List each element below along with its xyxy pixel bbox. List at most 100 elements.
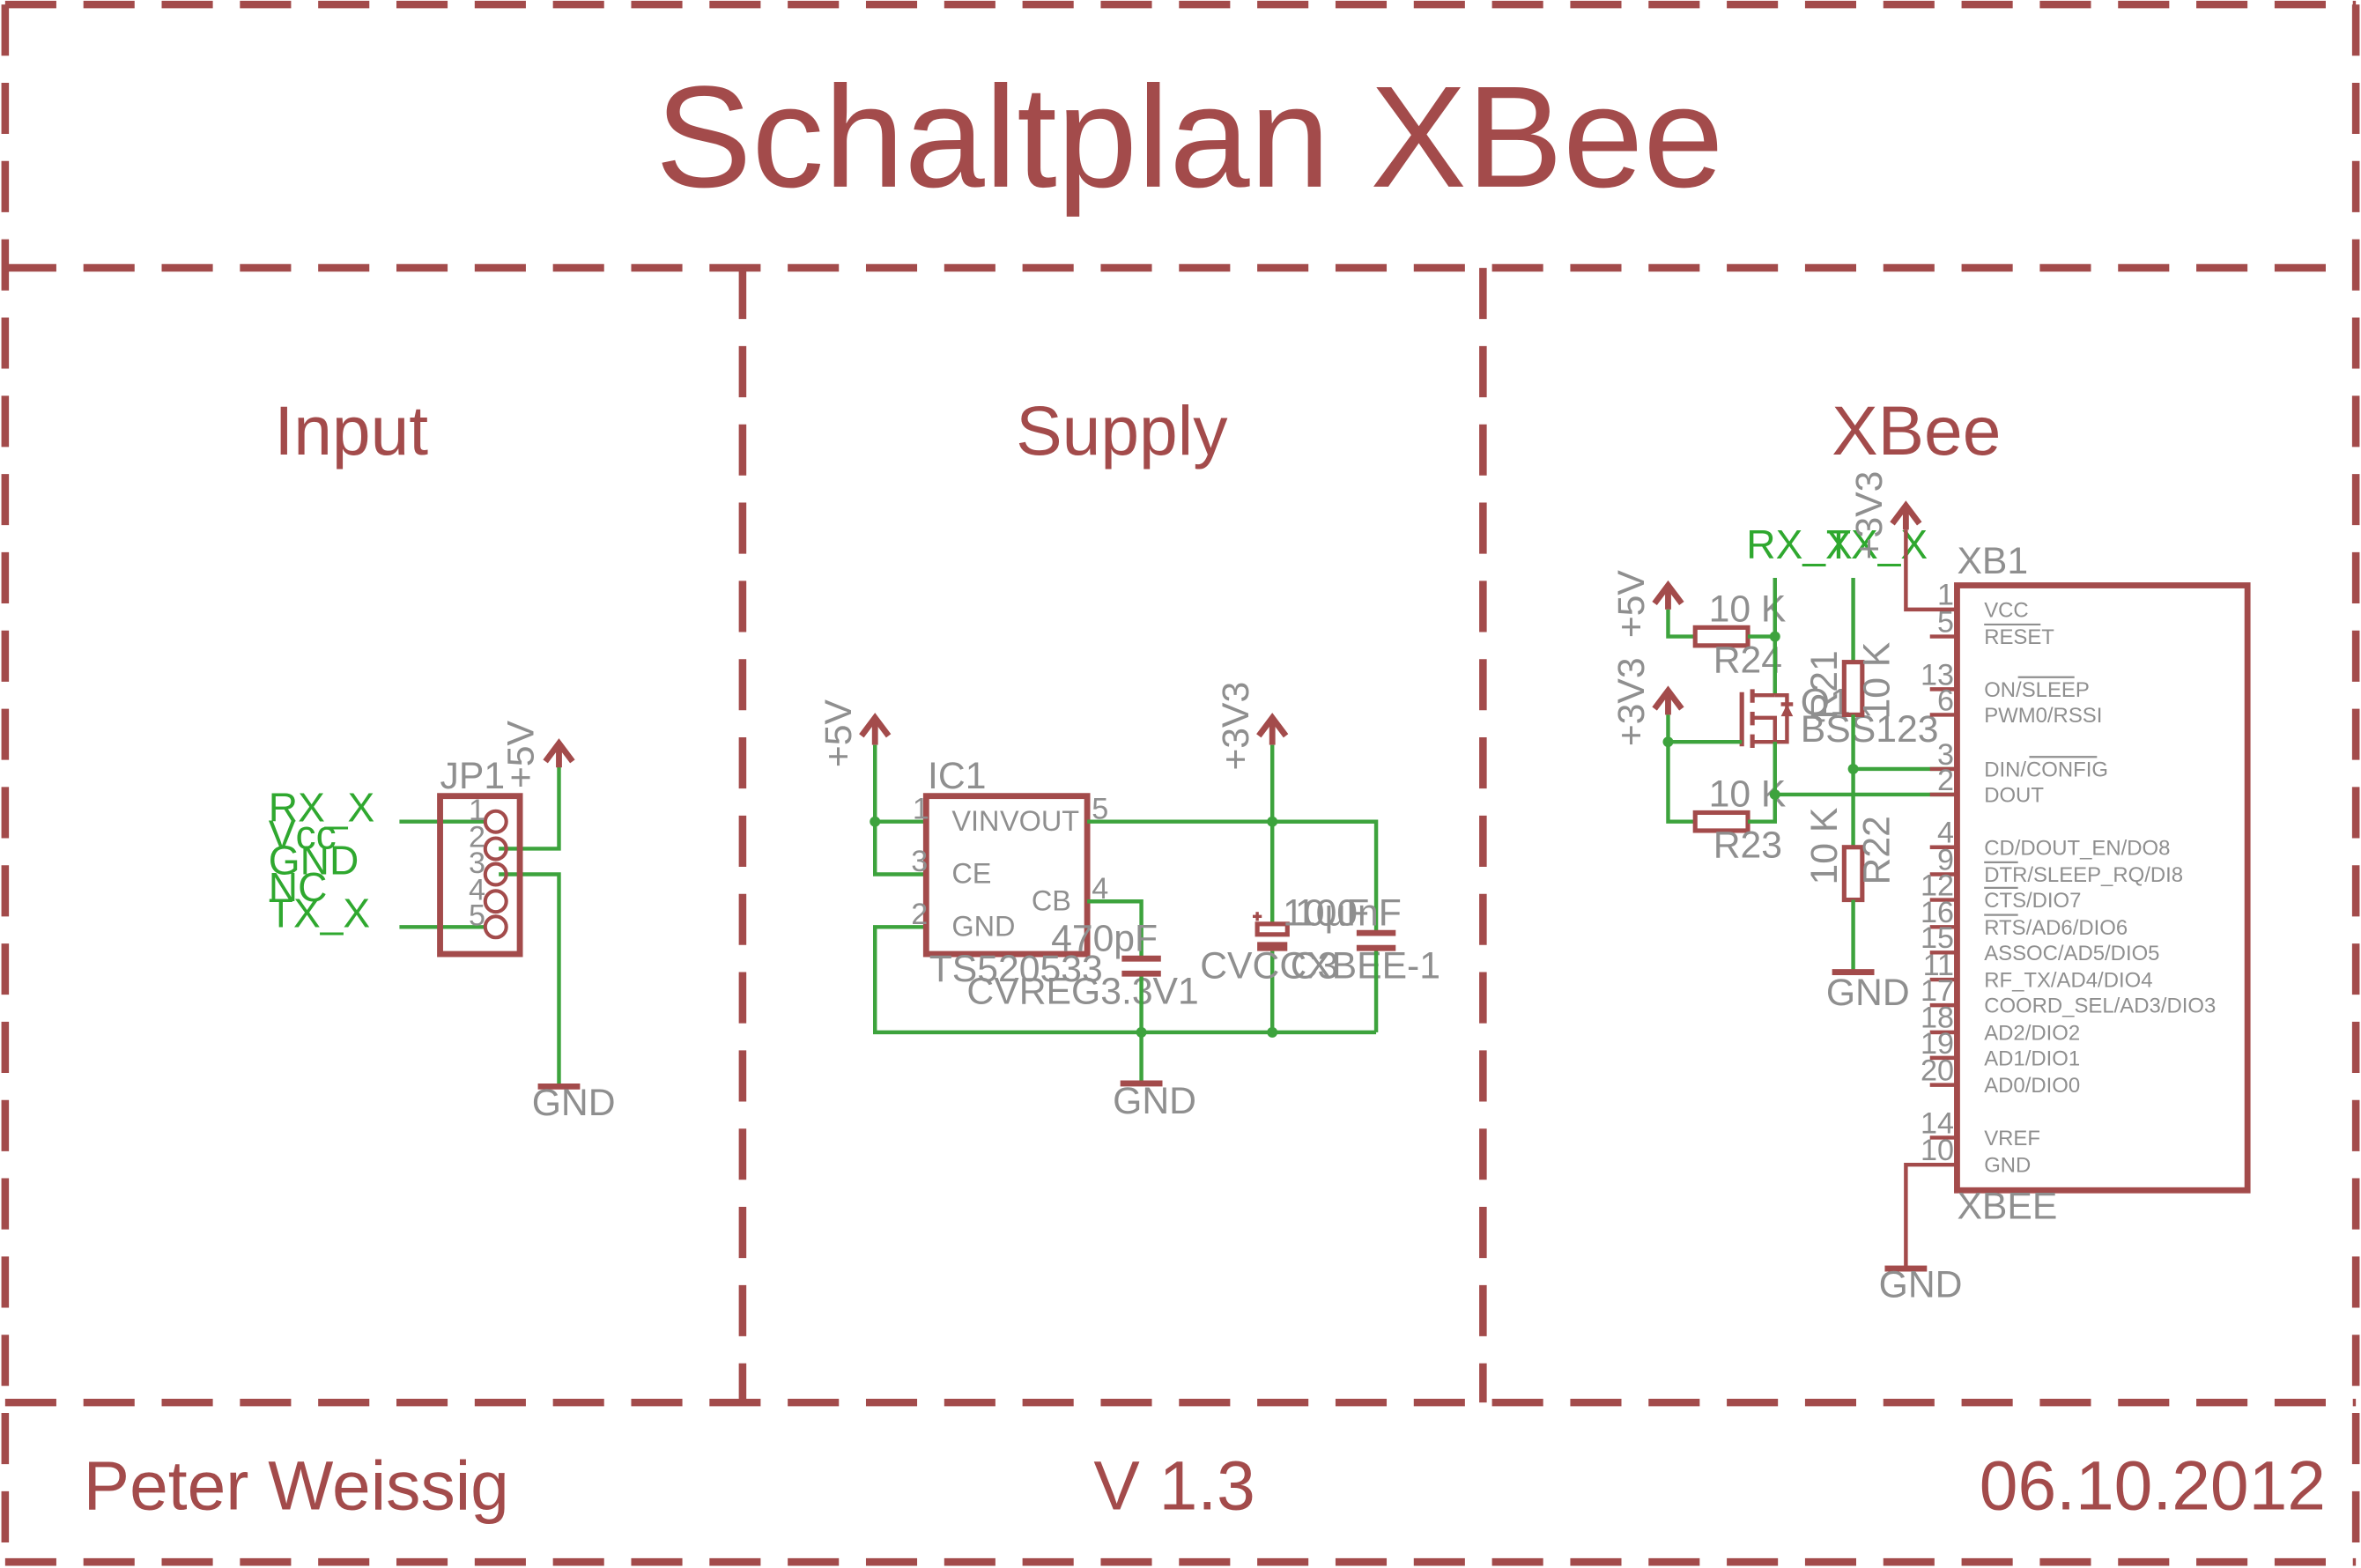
input-signal-label: NC [269,864,328,910]
regulator-value: CVREG3.3V1 [966,970,1198,1012]
elko-name: CVCCXBEE-1 [1200,944,1440,987]
xbee-pin-label: RTS/AD6/DIO6 [1984,916,2128,940]
supply-arrow-icon [1890,500,1922,530]
xbee-pin-label: DTR/SLEEP_RQ/DI8 [1984,863,2183,887]
pin-number: 9 [1937,843,1954,876]
regulator-pin-label: GND [951,911,1015,943]
xbee-pin-label: ASSOC/AD5/DIO5 [1984,942,2159,965]
xbee-pin-label: COORD_SEL/AD3/DIO3 [1984,995,2216,1018]
r21-value: 10 K [1856,642,1898,720]
pin-number: 5 [1092,792,1108,825]
pin-number: 1 [913,792,929,825]
regulator-name: IC1 [928,755,986,797]
pin-number: 2 [1937,764,1954,797]
xbee-pin-label: RF_TX/AD4/DIO4 [1984,969,2152,993]
xbee-pin-label: AD0/DIO0 [1984,1074,2080,1098]
regulator-pin-label: CE [951,858,991,890]
cap-name: C3 [1291,944,1339,987]
supply-arrow-icon [543,738,575,768]
section-title-input: Input [274,392,428,470]
electrolytic-capacitor [1252,912,1290,951]
ground-label: GND [532,1082,616,1124]
supply-section: +5V IC1 VIN VOUT CE CB GND 1 3 2 5 4 TS5… [818,682,1440,1122]
pin-number: 6 [1937,684,1954,717]
pin-number: 19 [1921,1027,1954,1061]
footer-date: 06.10.2012 [1980,1446,2326,1524]
pin-number: 13 [1921,658,1954,692]
cb-cap-value: 470pF [1051,918,1158,960]
supply-arrow-icon [1652,580,1684,610]
input-signal-label: Vcc [269,811,337,857]
input-signal-label: GND [269,837,359,883]
xbee-pin-label: RESET [1984,625,2054,649]
r23-name: R23 [1713,825,1782,867]
module-name: XB1 [1957,540,2028,582]
regulator-pin-label: VOUT [1000,805,1079,837]
connector-pin [483,889,508,914]
footer-version: V 1.3 [1093,1446,1255,1524]
input-section: RX_X Vcc GND NC TX_X JP1 1 2 3 4 5 +5V G… [269,720,616,1123]
input-signal-label: RX_X [269,785,374,831]
pin-number: 5 [469,899,485,933]
pin-number: 4 [469,874,485,907]
page-title: Schaltplan XBee [655,56,1724,218]
supply-3v3-gate-label: +3V3 [1610,657,1653,746]
supply-in-label: +5V [818,699,860,768]
connector-jp1 [437,793,523,958]
section-title-supply: Supply [1016,392,1228,470]
pin-number: 1 [1937,579,1954,612]
pin-number: 1 [469,794,485,827]
pin-number: 17 [1921,974,1954,1008]
r22-name: R22 [1856,816,1898,884]
regulator-part: TS520533 [929,948,1103,990]
footer-author: Peter Weissig [84,1446,509,1524]
supply-5v-label: +5V [1610,570,1653,639]
pin-number: 18 [1921,1002,1954,1035]
pin-number: 12 [1921,869,1954,902]
pin-number: 20 [1921,1054,1954,1088]
supply-arrow-icon [859,713,892,745]
pin-number: 2 [469,821,485,854]
connector-pin [483,836,508,862]
cap-value: 100nF [1295,892,1402,935]
supply-arrow-icon [1652,685,1684,715]
capacitor-cb [1121,955,1161,977]
pin-number: 3 [911,845,928,878]
ground-label: GND [1879,1264,1963,1306]
pin-number: 3 [1937,738,1954,772]
regulator-ic1 [922,793,1091,958]
xbee-pin-label: AD1/DIO1 [1984,1047,2080,1070]
connector-pin [483,809,508,834]
pin-number: 4 [1937,817,1954,850]
xbee-pin-label: CD/DOUT_EN/DO8 [1984,836,2170,860]
ground-label: GND [1113,1080,1196,1122]
mosfet-q1 [1739,689,1794,749]
connector-pin [483,862,508,887]
xbee-pin-label: DIN/CONFIG [1984,758,2108,781]
module-value: XBEE [1957,1186,2057,1228]
net-label-tx: TX_X [1826,521,1928,567]
supply-3v3-label: +3V3 [1848,471,1891,560]
pin-number: 15 [1921,921,1954,955]
transistor-part: BSS123 [1801,708,1939,751]
elko-value: 10µF [1283,892,1369,935]
xbee-pin-label: ON/SLEEP [1984,678,2090,702]
supply-label: +5V [500,720,542,788]
connector-name: JP1 [440,755,506,797]
xbee-module [1954,582,2251,1194]
pin-number: 14 [1921,1106,1954,1140]
pin-number: 16 [1921,896,1954,929]
section-title-xbee: XBee [1832,392,2001,470]
r22-value: 10 K [1803,808,1846,885]
pin-number: 4 [1092,872,1108,906]
supply-out-label: +3V3 [1215,682,1257,771]
regulator-pin-label: VIN [951,805,999,837]
net-label-rx: RX_X [1746,521,1852,567]
pin-number: 10 [1921,1134,1954,1167]
xbee-pin-label: DOUT [1984,783,2044,807]
pin-number: 11 [1923,949,1954,982]
r21-name: R21 [1803,650,1846,719]
